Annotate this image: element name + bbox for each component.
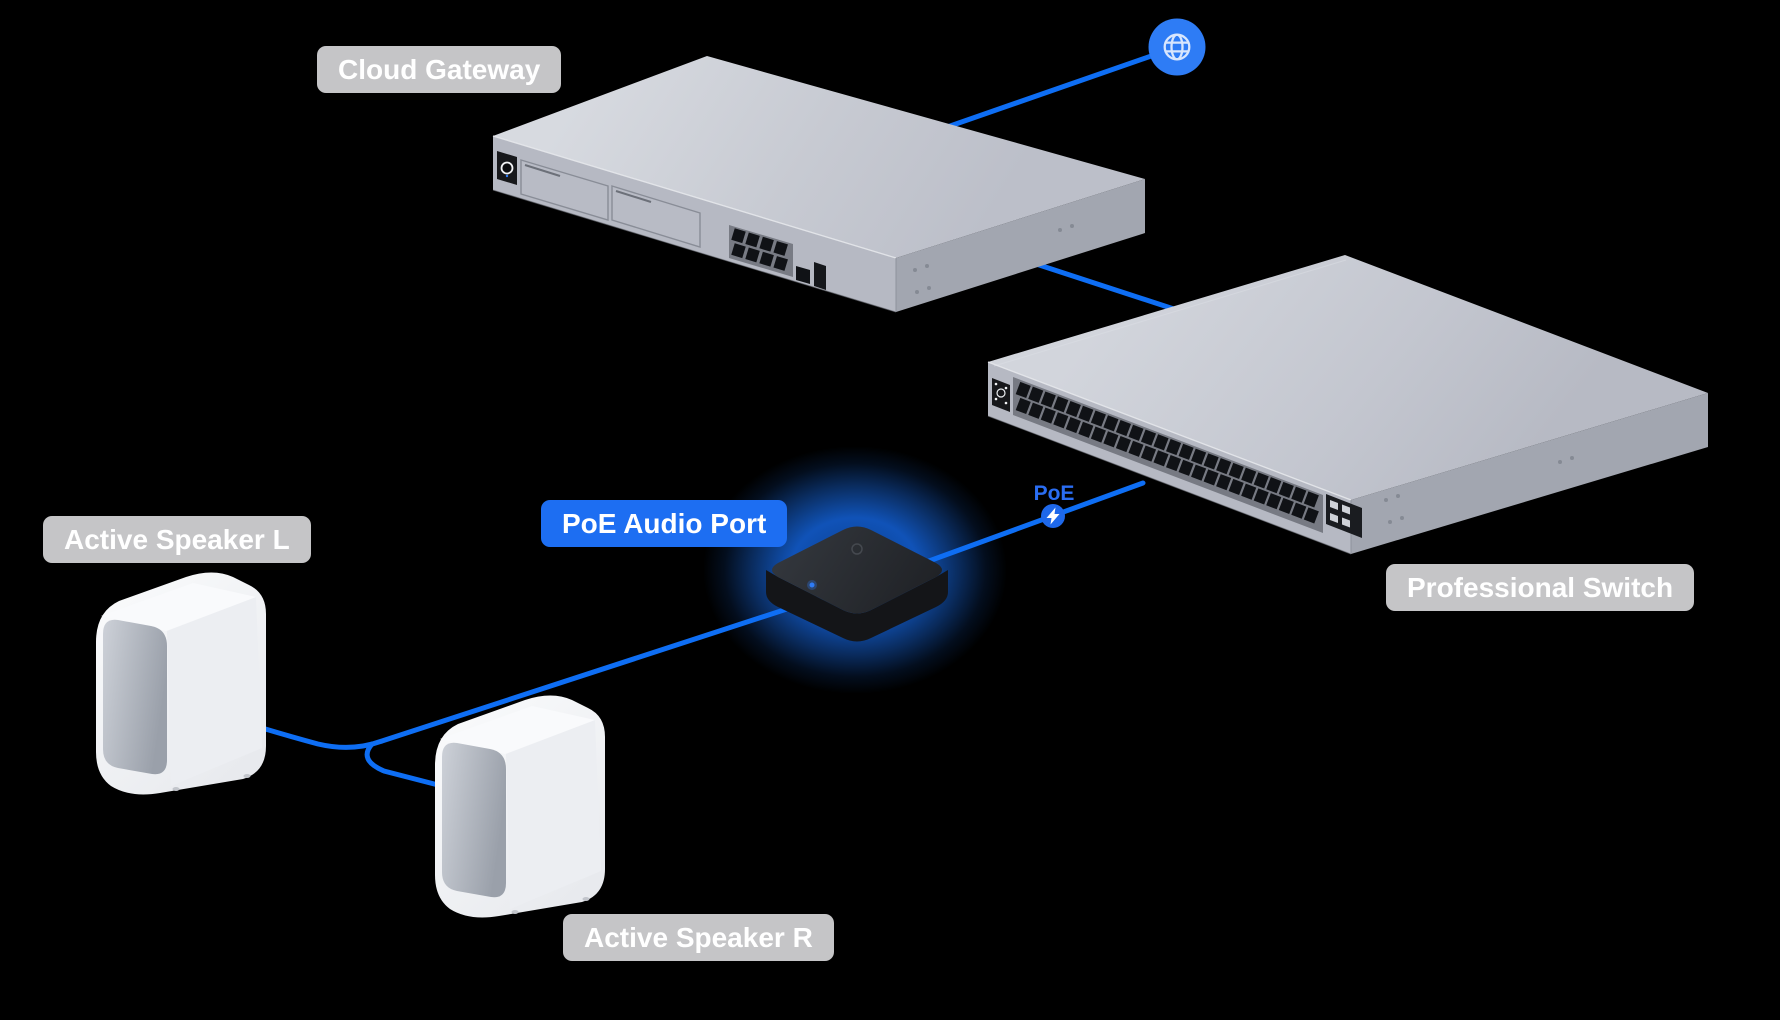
gateway-screws bbox=[913, 224, 1074, 294]
poe-line-tag: PoE bbox=[1033, 482, 1075, 505]
active-speaker-r-device bbox=[435, 695, 605, 918]
poe-audio-port-device bbox=[766, 526, 948, 642]
poe-power-badge bbox=[1041, 504, 1065, 528]
ubiquiti-logo-icon bbox=[851, 543, 863, 555]
gateway-sfp-ports bbox=[814, 262, 826, 290]
active-speaker-r-label: Active Speaker R bbox=[563, 914, 834, 961]
globe-icon bbox=[1148, 18, 1206, 76]
connection-line-internet bbox=[927, 44, 1180, 136]
cloud-gateway-device bbox=[492, 56, 1145, 313]
connection-line-speaker-right bbox=[364, 741, 445, 789]
gateway-ethernet-ports bbox=[729, 225, 793, 277]
active-speaker-l-device bbox=[96, 572, 266, 795]
status-led bbox=[809, 582, 815, 588]
gateway-display bbox=[497, 151, 517, 185]
active-speaker-l-label: Active Speaker L bbox=[43, 516, 311, 563]
switch-screws bbox=[1384, 456, 1574, 524]
switch-sfp-ports bbox=[1326, 494, 1362, 538]
professional-switch-device bbox=[987, 255, 1708, 555]
switch-display bbox=[992, 378, 1010, 412]
poe-audio-port-label: PoE Audio Port bbox=[541, 500, 788, 547]
gateway-rj45-port bbox=[796, 266, 810, 284]
connection-line-gateway-switch bbox=[1027, 259, 1183, 314]
lightning-bolt-icon bbox=[1046, 507, 1060, 525]
switch-ethernet-ports bbox=[1013, 377, 1323, 533]
professional-switch-label: Professional Switch bbox=[1386, 564, 1695, 611]
cloud-gateway-label: Cloud Gateway bbox=[317, 46, 562, 93]
gateway-drive-trays bbox=[520, 159, 701, 248]
